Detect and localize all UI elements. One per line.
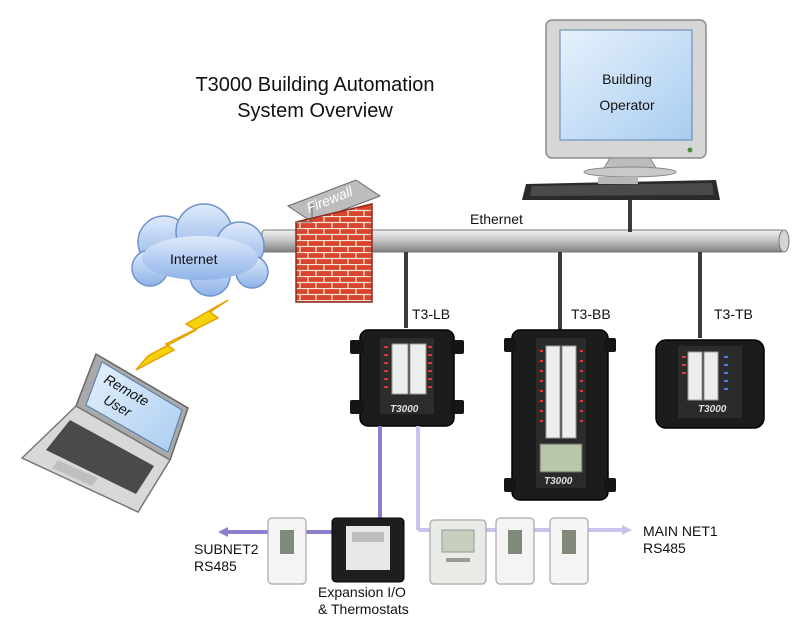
thermostat-icon xyxy=(267,517,307,585)
main-net-line-1: MAIN NET1 xyxy=(643,523,718,539)
t3-lb-label: T3-LB xyxy=(412,306,451,322)
t3-bb-label: T3-BB xyxy=(571,306,611,322)
main-net-label: MAIN NET1 RS485 xyxy=(643,523,718,557)
ethernet-drops xyxy=(404,196,702,338)
controller-icon xyxy=(350,329,464,427)
brand-mark: T3000 xyxy=(544,476,573,487)
ethernet-pipe xyxy=(261,229,790,253)
main-net-line-2: RS485 xyxy=(643,540,686,556)
expansion-label: Expansion I/O & Thermostats xyxy=(318,584,409,618)
brand-mark: T3000 xyxy=(390,404,419,415)
title-line-2: System Overview xyxy=(237,100,393,122)
laptop-icon xyxy=(20,352,189,513)
controller-icon xyxy=(504,329,616,501)
thermostat-icon xyxy=(549,517,589,585)
cloud-icon xyxy=(131,203,269,297)
thermostat-icon xyxy=(429,519,487,585)
controller-icon xyxy=(655,339,765,429)
lightning-bolt-icon xyxy=(135,299,229,371)
brand-mark: T3000 xyxy=(698,404,727,415)
diagram-title: T3000 Building Automation System Overvie… xyxy=(150,72,480,124)
ethernet-label: Ethernet xyxy=(470,211,523,227)
expansion-line-1: Expansion I/O xyxy=(318,584,406,600)
subnet2-line-2: RS485 xyxy=(194,558,237,574)
operator-line-2: Operator xyxy=(599,97,655,113)
expansion-line-2: & Thermostats xyxy=(318,601,409,617)
title-line-1: T3000 Building Automation xyxy=(195,74,435,96)
subnet2-line-1: SUBNET2 xyxy=(194,541,259,557)
keyboard-icon xyxy=(522,177,720,200)
subnet2-label: SUBNET2 RS485 xyxy=(194,541,259,575)
thermostat-icon xyxy=(495,517,535,585)
operator-label: Building Operator xyxy=(566,66,688,118)
t3-tb-label: T3-TB xyxy=(714,306,753,322)
internet-label: Internet xyxy=(170,251,218,267)
computer-monitor-icon xyxy=(545,19,707,178)
expansion-io-icon xyxy=(331,517,405,583)
operator-line-1: Building xyxy=(602,71,652,87)
firewall-icon xyxy=(286,179,382,303)
